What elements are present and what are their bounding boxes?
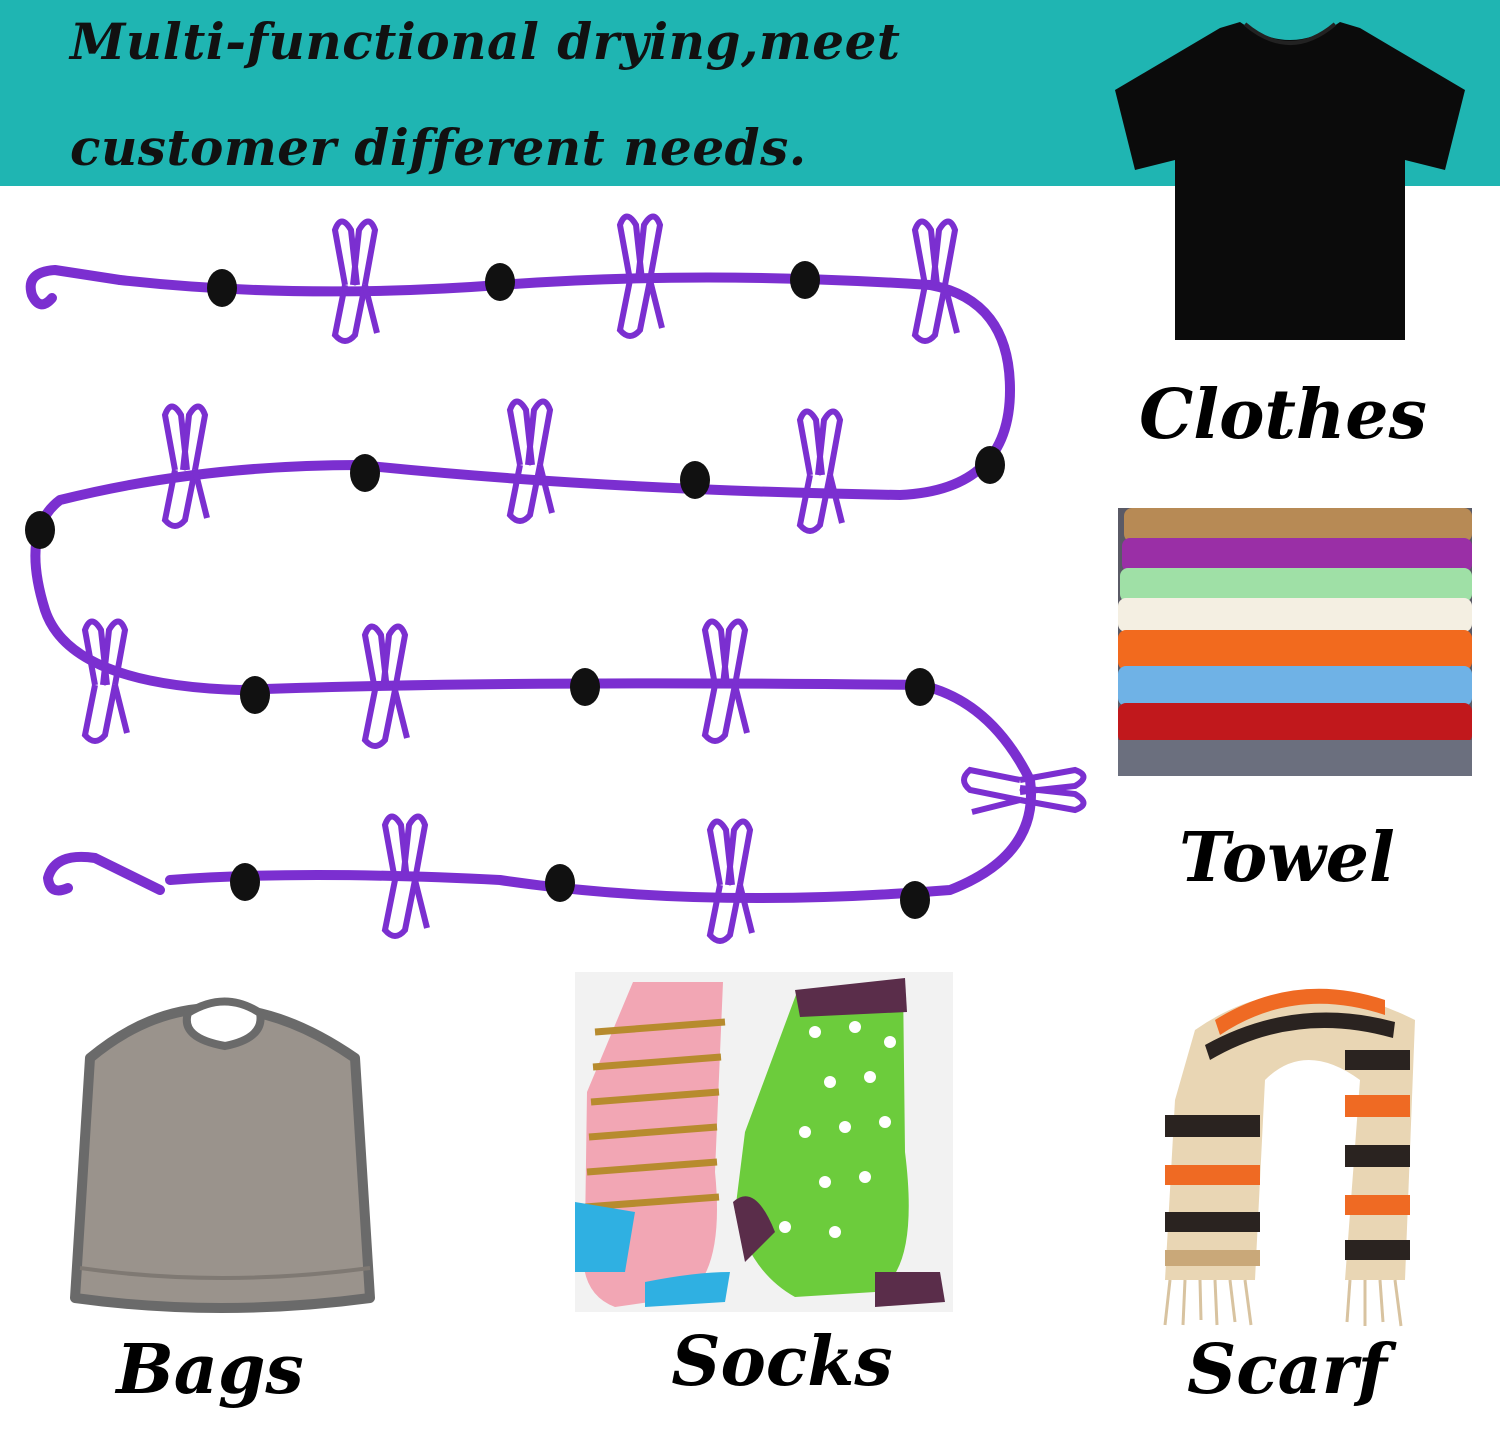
cord-lock-bead-icon — [570, 668, 600, 706]
cord-lock-bead-icon — [905, 668, 935, 706]
cord-lock-bead-icon — [25, 511, 55, 549]
clip-icon — [81, 618, 130, 744]
label-socks: Socks — [671, 1322, 893, 1402]
cord-lock-bead-icon — [350, 454, 380, 492]
cord-lock-bead-icon — [230, 863, 260, 901]
headline-line-1: Multi-functional drying,meet — [70, 12, 901, 71]
clip-icon — [381, 813, 430, 939]
clip-icon — [506, 398, 555, 524]
clip-icon — [331, 218, 380, 344]
clip-icon — [616, 213, 665, 339]
cord-lock-bead-icon — [975, 446, 1005, 484]
cord-lock-bead-icon — [545, 864, 575, 902]
headline-line-2: customer different needs. — [70, 118, 807, 177]
clip-icon — [706, 818, 755, 944]
label-towel: Towel — [1179, 818, 1395, 898]
cord-lock-bead-icon — [485, 263, 515, 301]
scarf-image — [1155, 960, 1445, 1330]
clip-icon — [911, 218, 960, 344]
label-clothes: Clothes — [1139, 375, 1427, 455]
clip-icon — [161, 403, 210, 529]
label-bags: Bags — [116, 1330, 304, 1410]
cord-lock-bead-icon — [900, 881, 930, 919]
socks-image — [575, 972, 953, 1312]
clothesline-image — [0, 190, 1100, 950]
label-scarf: Scarf — [1187, 1330, 1387, 1410]
bag-image — [60, 968, 385, 1318]
clip-icon — [961, 766, 1087, 815]
cord-lock-bead-icon — [240, 676, 270, 714]
clip-icon — [361, 623, 410, 749]
clip-icon — [796, 408, 845, 534]
cord-lock-bead-icon — [680, 461, 710, 499]
towel-stack-image — [1118, 508, 1472, 776]
tshirt-image — [1105, 10, 1475, 340]
cord-lock-bead-icon — [790, 261, 820, 299]
cord-lock-bead-icon — [207, 269, 237, 307]
clip-icon — [701, 618, 750, 744]
